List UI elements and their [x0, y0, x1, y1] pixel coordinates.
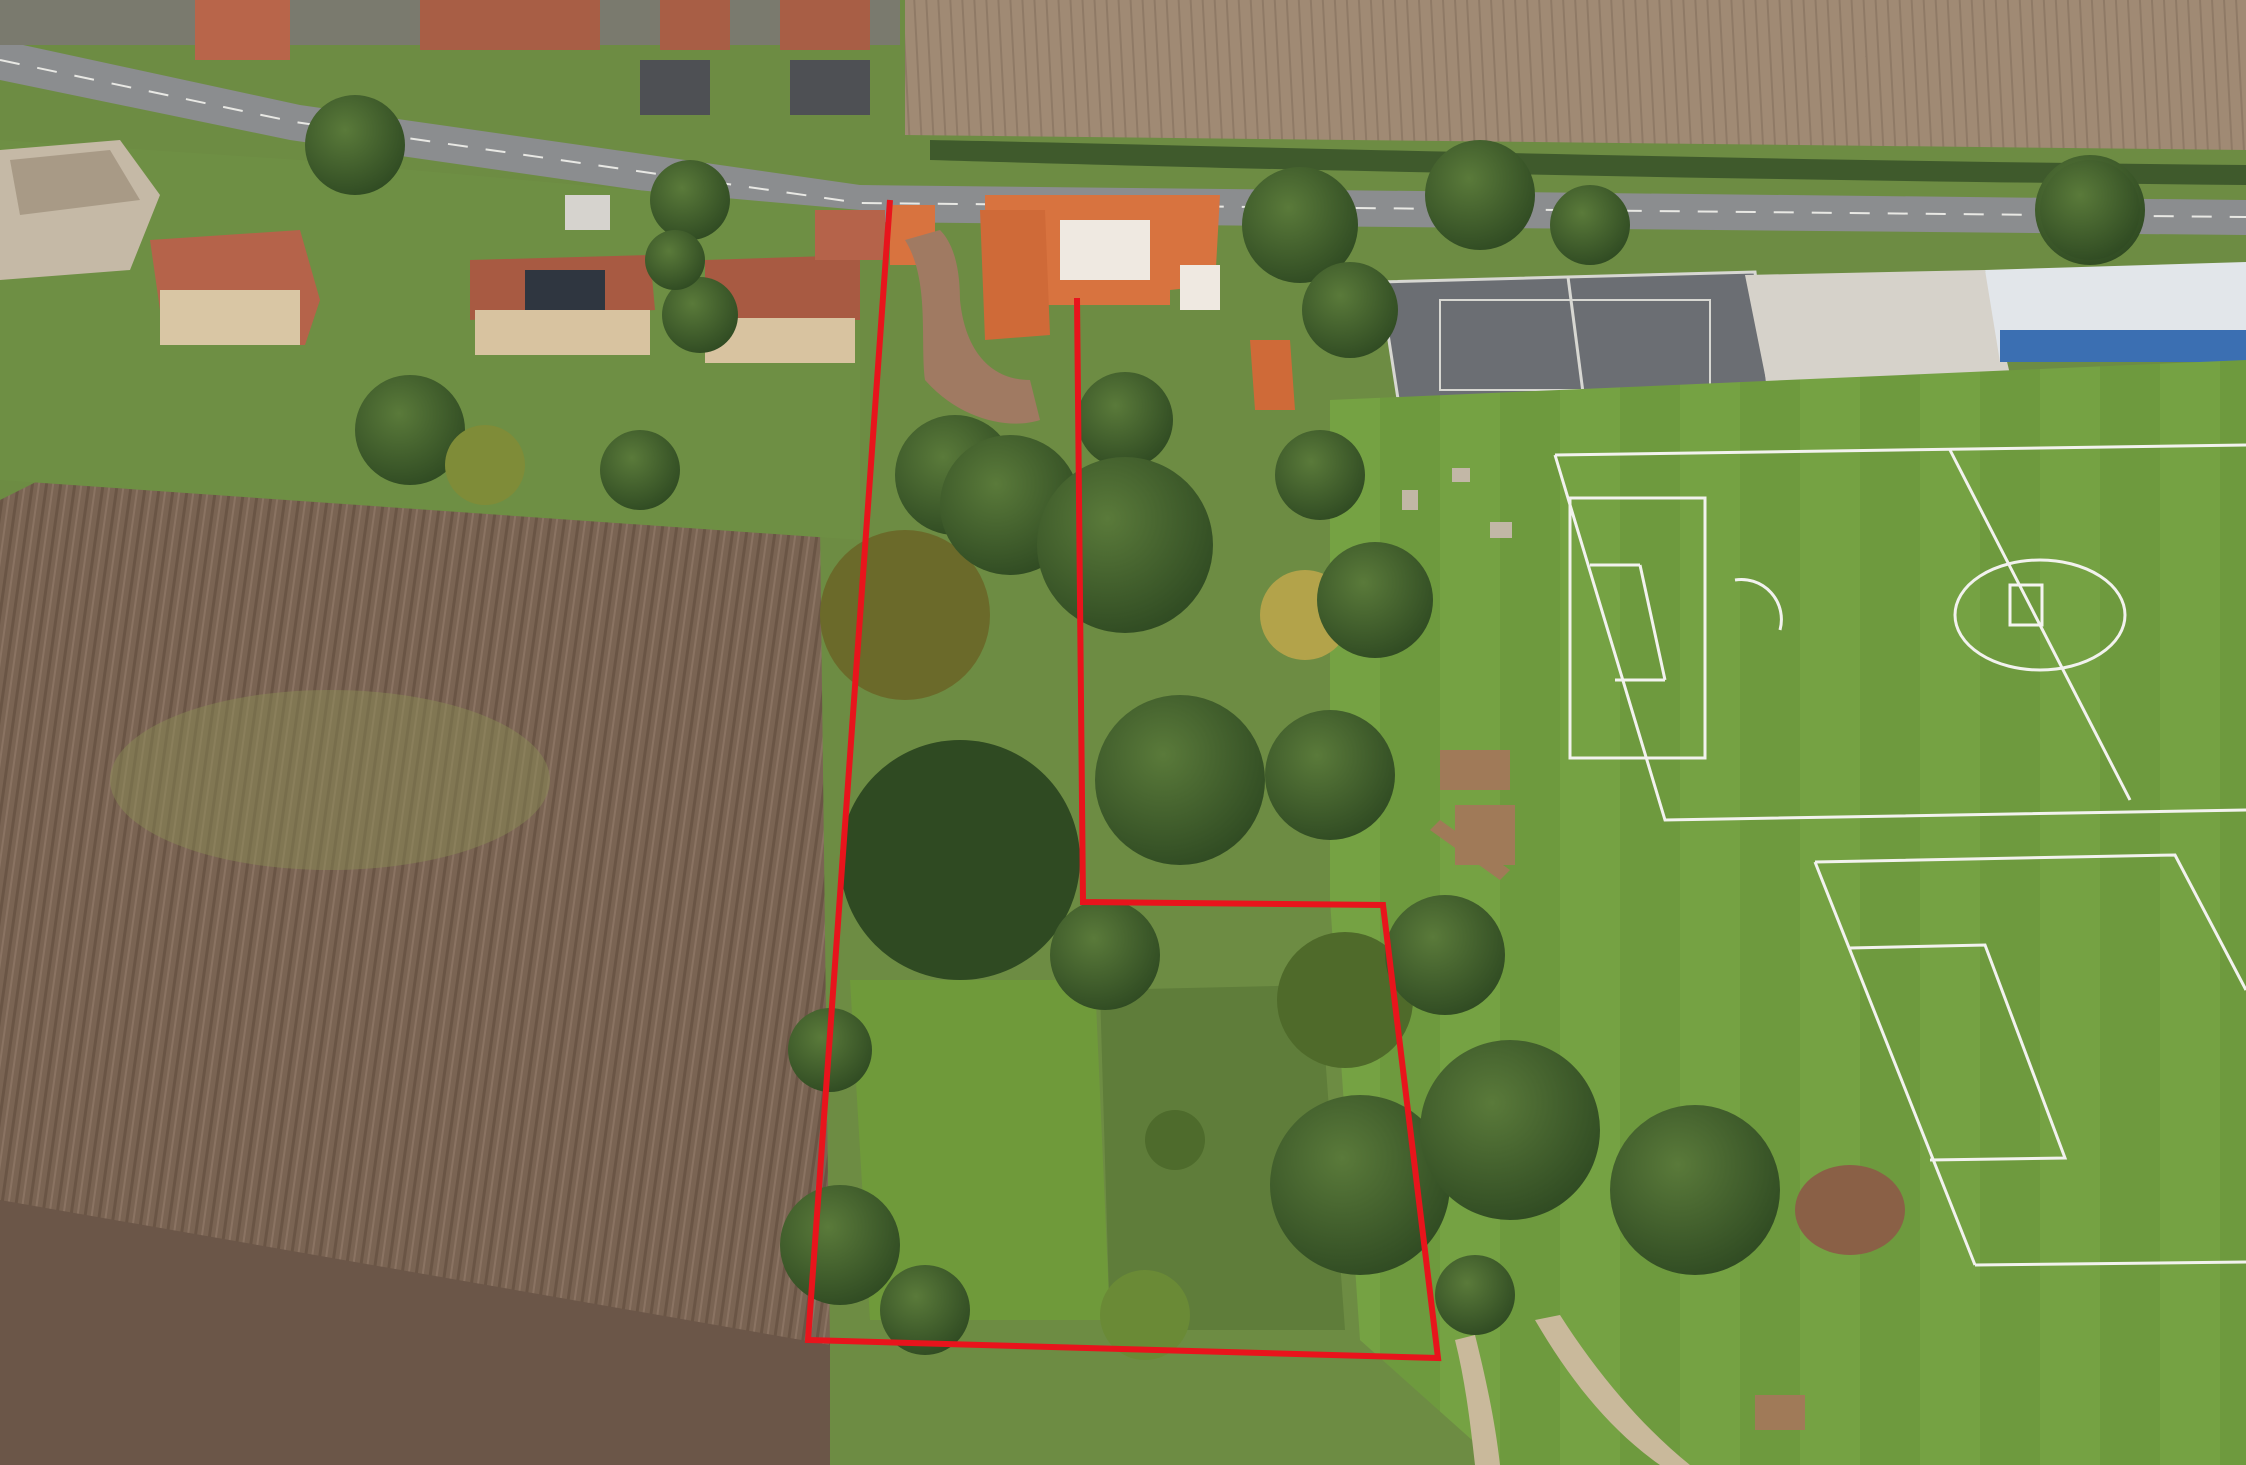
footpath-left — [1455, 1335, 1500, 1465]
stubble-field — [905, 0, 2246, 150]
main-house — [890, 195, 1295, 410]
hedgerow — [930, 140, 2246, 185]
play-equipment — [1430, 750, 1905, 1430]
clubhouse — [1985, 262, 2246, 362]
plot-meadow — [1100, 985, 1345, 1330]
trees — [305, 95, 2145, 1360]
footpath-right — [1535, 1315, 1690, 1465]
plot-lawn — [850, 980, 1110, 1320]
houses-top-left — [0, 0, 900, 115]
ploughed-field-lower — [0, 1200, 830, 1465]
houses-row — [0, 140, 885, 363]
picnic-tables — [1402, 468, 1512, 538]
car-park — [1745, 270, 2015, 400]
football-goal — [2008, 583, 2044, 627]
plot-boundary-line — [804, 199, 1442, 1362]
field-green-patch — [110, 690, 550, 870]
gravel-driveway — [905, 230, 1040, 424]
ploughed-field — [0, 470, 830, 1345]
pitch-markings — [1553, 443, 2246, 1267]
